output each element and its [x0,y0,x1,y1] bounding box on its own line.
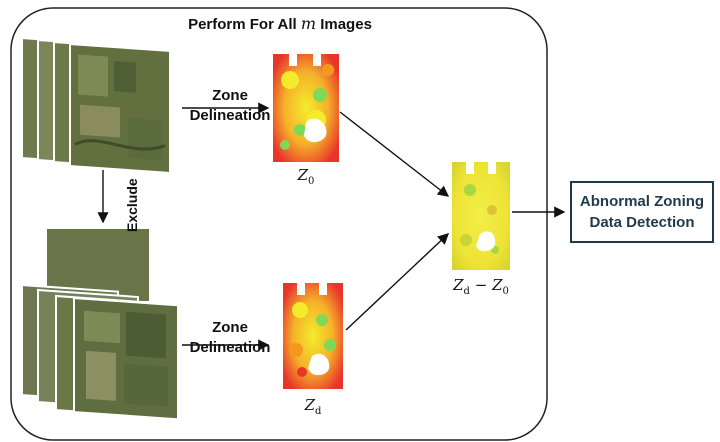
loop-title: Perform For All m Images [0,14,560,33]
heatmap-z0 [273,54,339,162]
image-stack-top [21,36,171,175]
label-z0: Z0 [297,166,315,187]
zone-label-top-line2: Delineation [189,107,271,124]
result-box: Abnormal Zoning Data Detection [570,181,714,243]
result-line1: Abnormal Zoning [579,193,705,210]
arrow-zd-to-diff [345,233,450,331]
title-suffix: Images [316,16,372,33]
result-line2: Data Detection [589,214,695,231]
arrow-z0-to-diff [339,111,450,197]
exclude-label-wrap: Exclude [122,178,142,234]
exclude-label: Exclude [124,178,140,232]
zone-label-bottom: Zone Delineation [180,318,280,358]
zone-label-bottom-line2: Delineation [189,339,271,356]
title-variable: m [300,14,317,33]
title-prefix: Perform For All [188,16,301,33]
zone-label-top: Zone Delineation [180,86,280,126]
label-diff: Zd − Z0 [453,276,509,297]
image-stack-bottom [21,227,179,421]
heatmap-diff [452,162,510,270]
zone-label-top-line1: Zone [212,87,248,104]
heatmap-zd [283,283,343,389]
label-zd: Zd [304,396,322,417]
loop-frame [10,7,548,441]
zone-label-bottom-line1: Zone [212,319,248,336]
